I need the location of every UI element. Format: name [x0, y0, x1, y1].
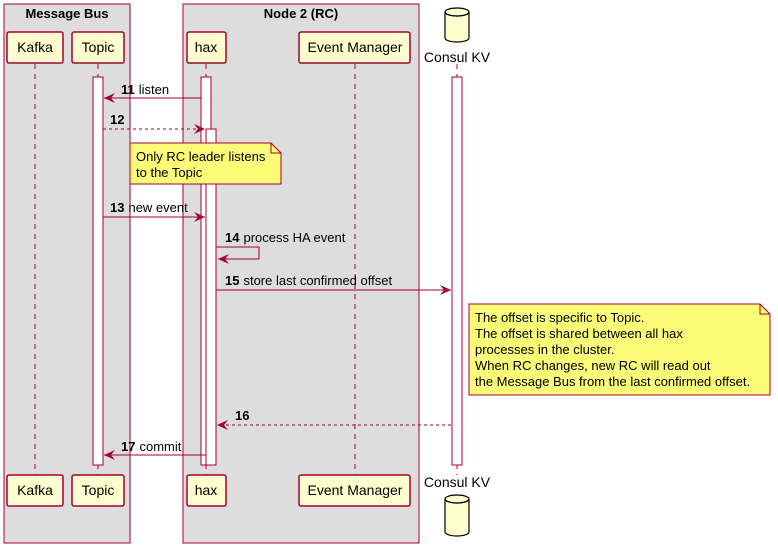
message-17-number: 17 [121, 439, 135, 454]
message-12-number: 12 [110, 112, 124, 127]
message-bus-box [3, 3, 131, 544]
note-leader-line-2: to the Topic [136, 165, 203, 180]
message-14-number: 14 [225, 230, 240, 245]
message-11-label: 11 listen [121, 82, 169, 97]
note-offset-line-1: The offset is specific to Topic. [475, 310, 644, 325]
note-offset: The offset is specific to Topic. The off… [468, 303, 771, 396]
topic-label-bottom: Topic [82, 482, 115, 498]
hax-participant-bottom[interactable] [186, 474, 227, 507]
message-12-label: 12 [110, 112, 124, 127]
kafka-label-bottom: Kafka [17, 482, 53, 498]
topic-label-top: Topic [82, 39, 115, 55]
message-13-text: new event [128, 200, 188, 215]
hax-participant-top[interactable] [186, 31, 227, 64]
event-manager-label-top: Event Manager [308, 39, 403, 55]
message-14-text: process HA event [243, 230, 345, 245]
note-offset-line-4: When RC changes, new RC will read out [475, 358, 711, 373]
hax-label-top: hax [195, 39, 218, 55]
hax-activation-inner [205, 128, 217, 466]
message-16-label: 16 [235, 408, 249, 423]
note-offset-line-2: The offset is shared between all hax [475, 326, 683, 341]
kafka-label-top: Kafka [17, 39, 53, 55]
topic-participant-top[interactable] [71, 31, 125, 64]
message-15-label: 15 store last confirmed offset [225, 273, 392, 288]
note-offset-line-3: processes in the cluster. [475, 342, 614, 357]
consul-label-top: Consul KV [424, 49, 491, 65]
message-13-label: 13 new event [110, 200, 188, 215]
message-15-number: 15 [225, 273, 239, 288]
event-manager-label-bottom: Event Manager [308, 482, 403, 498]
arrow-14 [216, 246, 260, 264]
kafka-participant-top[interactable] [6, 31, 64, 64]
note-leader-line-1: Only RC leader listens [136, 149, 266, 164]
message-11-text: listen [139, 82, 169, 97]
consul-database-icon-bottom[interactable] [444, 494, 470, 537]
consul-database-icon-top[interactable] [444, 7, 470, 43]
topic-participant-bottom[interactable] [71, 474, 125, 507]
node2-title: Node 2 (RC) [264, 6, 338, 21]
message-16-number: 16 [235, 408, 249, 423]
message-17-label: 17 commit [121, 439, 182, 454]
message-17-text: commit [139, 439, 181, 454]
message-15-text: store last confirmed offset [243, 273, 392, 288]
topic-activation [92, 76, 104, 466]
consul-activation [451, 76, 463, 466]
message-13-number: 13 [110, 200, 124, 215]
note-leader: Only RC leader listens to the Topic [129, 142, 282, 185]
kafka-participant-bottom[interactable] [6, 474, 64, 507]
message-11-number: 11 [121, 82, 135, 97]
note-offset-line-5: the Message Bus from the last confirmed … [475, 374, 750, 389]
message-bus-title: Message Bus [25, 6, 108, 21]
event-manager-participant-bottom[interactable] [298, 474, 411, 507]
hax-label-bottom: hax [195, 482, 218, 498]
node2-box [182, 3, 420, 544]
consul-label-bottom: Consul KV [424, 474, 491, 490]
event-manager-participant-top[interactable] [298, 31, 411, 64]
